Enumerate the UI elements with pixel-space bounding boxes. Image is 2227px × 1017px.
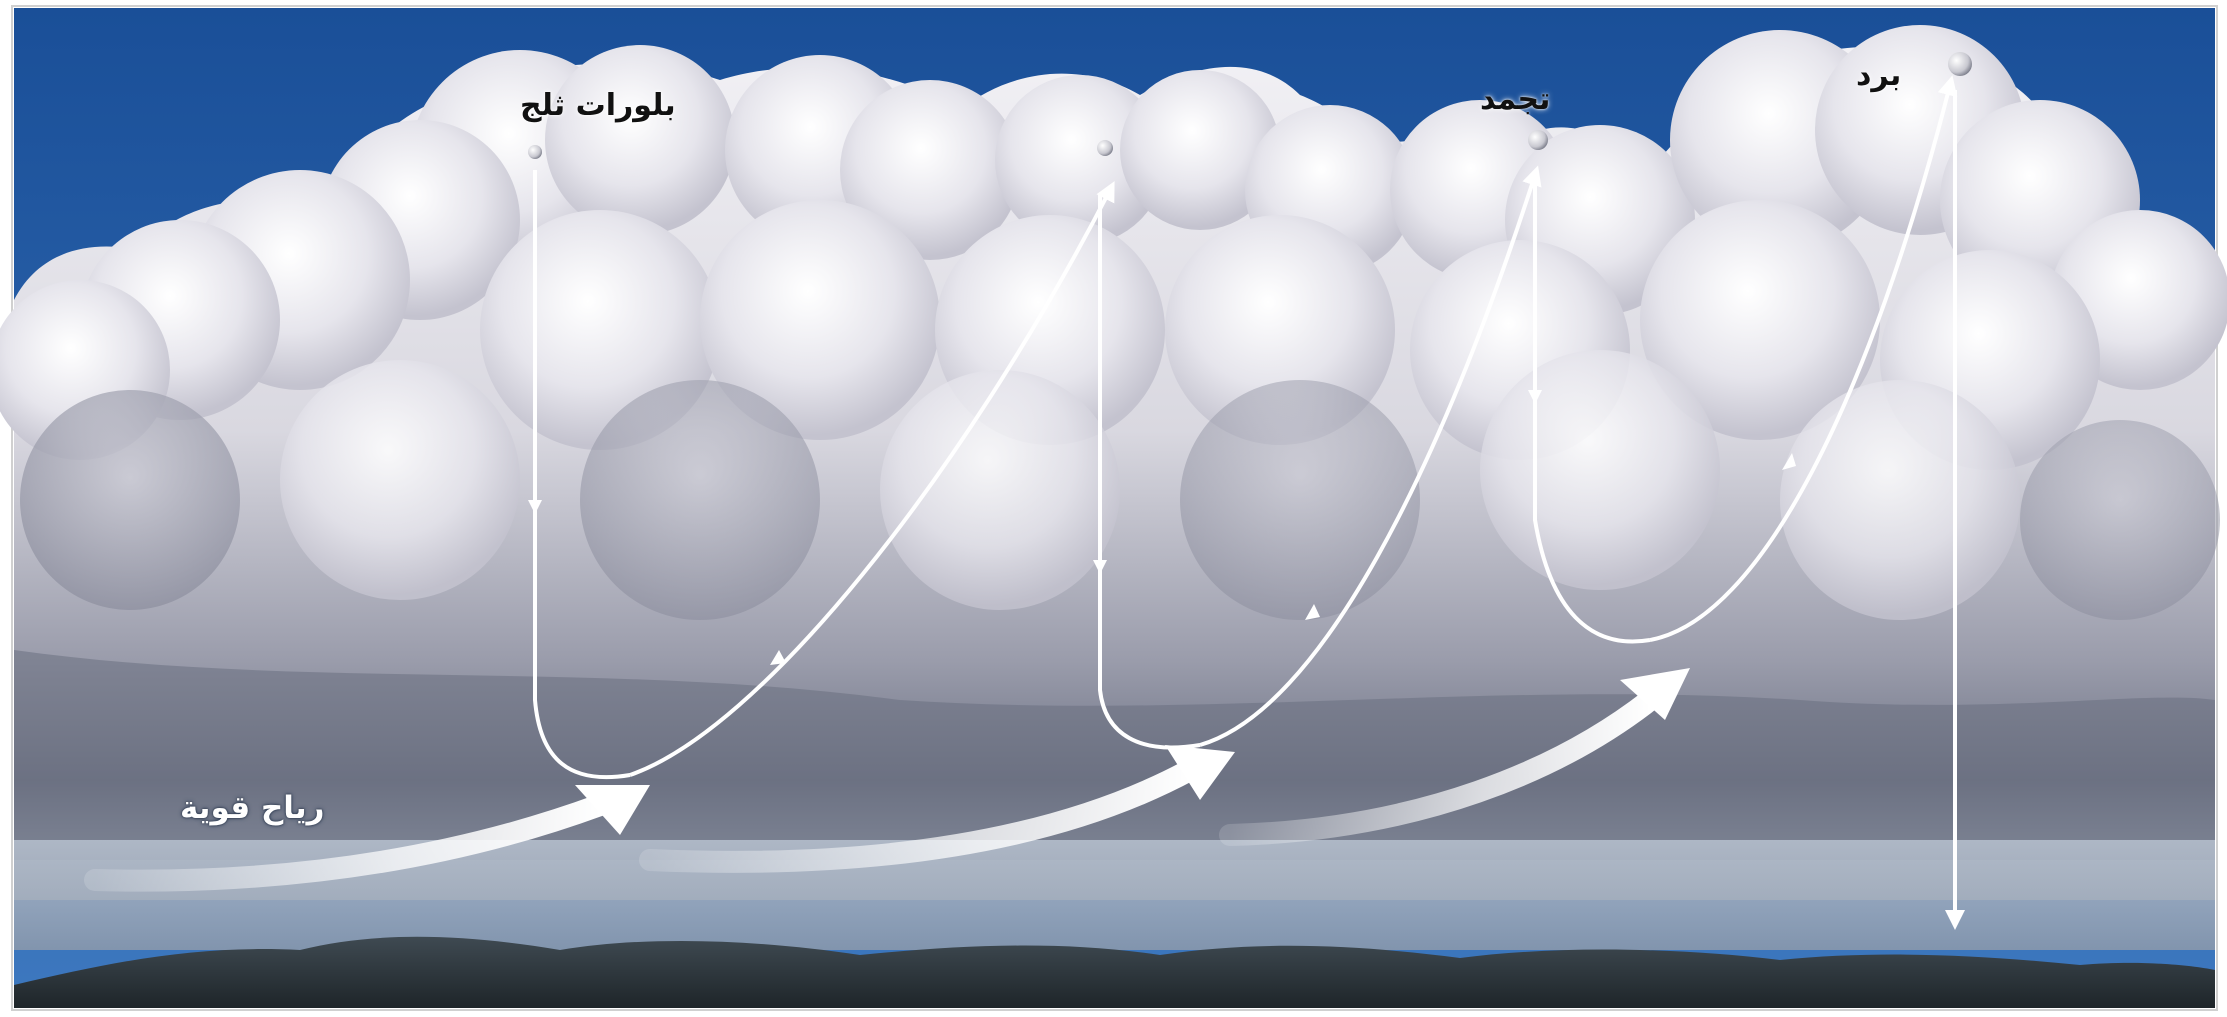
path-up-1 xyxy=(629,181,1115,777)
hailstone-3 xyxy=(1528,130,1548,150)
path-direction-markers xyxy=(528,390,1796,665)
wind-arrow-3 xyxy=(1219,689,1661,846)
wind-arrow-1-head xyxy=(575,785,650,835)
path-down-2 xyxy=(1098,195,1201,750)
path-up-2 xyxy=(1199,165,1542,747)
hailstone-2 xyxy=(1097,140,1113,156)
wind-arrow-1 xyxy=(84,794,611,892)
wind-arrows xyxy=(84,668,1690,892)
wind-arrow-2-head xyxy=(1165,745,1235,800)
label-freezing: تجمد xyxy=(1480,82,1551,117)
label-snow-crystals: بلورات ثلج xyxy=(520,88,676,123)
wind-arrow-3-head xyxy=(1620,668,1690,720)
label-hail: برد xyxy=(1856,58,1902,93)
path-down-1 xyxy=(533,170,631,780)
path-down-3 xyxy=(1533,175,1651,644)
hailstone-4 xyxy=(1948,52,1972,76)
hailstone-path xyxy=(533,75,1965,930)
hailstone-1 xyxy=(528,145,542,159)
label-strong-winds: رياح قوية xyxy=(180,790,325,826)
wind-arrow-2 xyxy=(639,759,1201,873)
mountains xyxy=(14,936,2215,1008)
path-up-3 xyxy=(1649,75,1958,642)
hailstones xyxy=(528,52,1972,159)
